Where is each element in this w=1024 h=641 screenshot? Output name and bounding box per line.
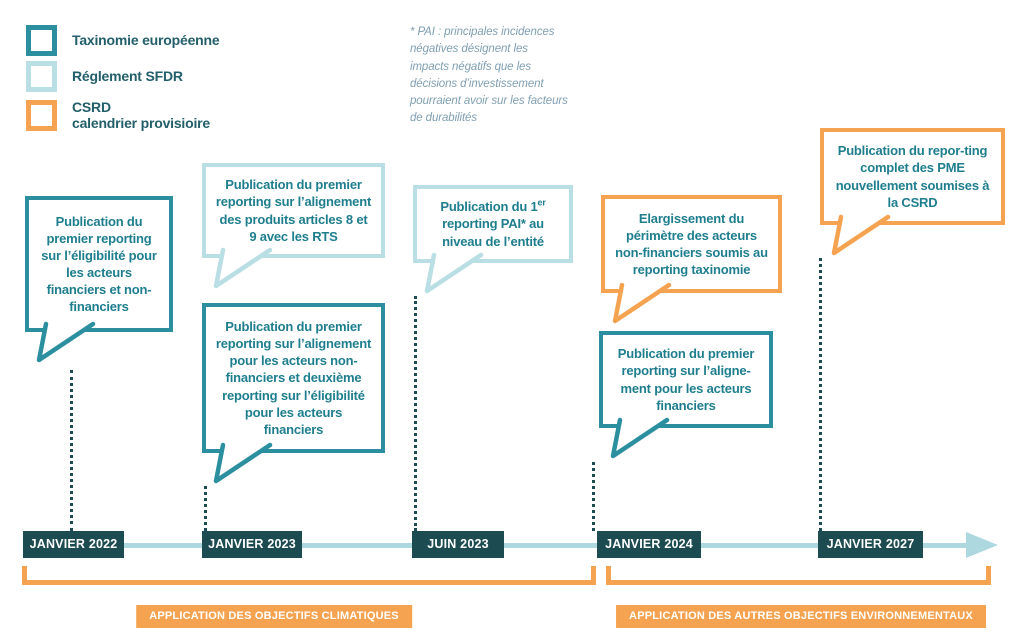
- callout-tail: [424, 252, 484, 294]
- legend-label-sfdr: Réglement SFDR: [72, 68, 183, 85]
- connector-janvier-2024: [592, 462, 595, 531]
- callout-eligibilite-2022: Publication du premier reporting sur l’é…: [25, 196, 173, 363]
- callout-tail: [213, 247, 273, 289]
- callout-text: Publication du premier reporting sur l’a…: [617, 346, 755, 413]
- callout-text: Publication du premier reporting sur l’a…: [215, 177, 372, 244]
- legend-item-sfdr: Réglement SFDR: [26, 61, 219, 92]
- callout-reporting-pme-2027: Publication du repor-ting complet des PM…: [820, 128, 1005, 256]
- milestone-juin-2023: JUIN 2023: [412, 531, 504, 558]
- callout-tail: [36, 321, 96, 363]
- connector-janvier-2027: [819, 258, 822, 531]
- callout-text-superscript: er: [537, 197, 546, 208]
- timeline-arrowhead-icon: [966, 532, 998, 558]
- taxonomie-color-swatch: [26, 25, 57, 56]
- callout-text: Publication du premier reporting sur l’a…: [215, 318, 372, 437]
- milestone-janvier-2023: JANVIER 2023: [202, 531, 302, 558]
- sfdr-color-swatch: [26, 61, 57, 92]
- legend-item-csrd: CSRD calendrier provisioire: [26, 99, 219, 131]
- csrd-color-swatch: [26, 99, 57, 131]
- callout-text-suffix: reporting PAI* au niveau de l’entité: [442, 216, 544, 249]
- legend-label-csrd: CSRD calendrier provisioire: [72, 99, 210, 131]
- callout-text-prefix: Publication du 1: [440, 199, 538, 215]
- legend-label-csrd-line1: CSRD: [72, 99, 111, 115]
- phase-label-objectifs-climatiques: APPLICATION DES OBJECTIFS CLIMATIQUES: [136, 605, 412, 628]
- callout-elargissement-2024: Elargissement du périmètre des acteurs n…: [601, 195, 782, 324]
- callout-text: Publication du 1er reporting PAI* au niv…: [426, 198, 560, 249]
- legend-label-taxonomie: Taxinomie européenne: [72, 32, 220, 49]
- callout-alignement-produits-2023: Publication du premier reporting sur l’a…: [202, 163, 385, 289]
- bracket-autres-objectifs: [606, 566, 991, 585]
- legend-label-csrd-line2: calendrier provisioire: [72, 115, 210, 132]
- connector-juin-2023: [414, 296, 417, 531]
- callout-text: Elargissement du périmètre des acteurs n…: [615, 210, 768, 278]
- milestone-janvier-2022: JANVIER 2022: [23, 531, 124, 558]
- callout-tail: [612, 282, 672, 324]
- milestone-janvier-2027: JANVIER 2027: [818, 531, 923, 558]
- callout-tail: [610, 417, 670, 459]
- connector-janvier-2022: [70, 370, 73, 531]
- phase-label-autres-objectifs: APPLICATION DES AUTRES OBJECTIFS ENVIRON…: [616, 605, 986, 628]
- callout-text: Publication du repor-ting complet des PM…: [835, 143, 990, 210]
- callout-reporting-pai-juin-2023: Publication du 1er reporting PAI* au niv…: [413, 185, 573, 294]
- milestone-janvier-2024: JANVIER 2024: [597, 531, 701, 558]
- legend: Taxinomie européenne Réglement SFDR CSRD…: [26, 25, 220, 136]
- callout-text: Publication du premier reporting sur l’é…: [41, 213, 157, 315]
- bracket-objectifs-climatiques: [22, 566, 596, 585]
- connector-janvier-2023: [204, 486, 207, 531]
- pai-footnote: * PAI : principales incidences négatives…: [410, 26, 568, 125]
- callout-alignement-financiers-2024: Publication du premier reporting sur l’a…: [599, 331, 773, 459]
- callout-alignement-acteurs-2023: Publication du premier reporting sur l’a…: [202, 303, 385, 484]
- legend-item-taxonomie: Taxinomie européenne: [26, 25, 220, 56]
- callout-tail: [213, 442, 273, 484]
- callout-tail: [831, 214, 891, 256]
